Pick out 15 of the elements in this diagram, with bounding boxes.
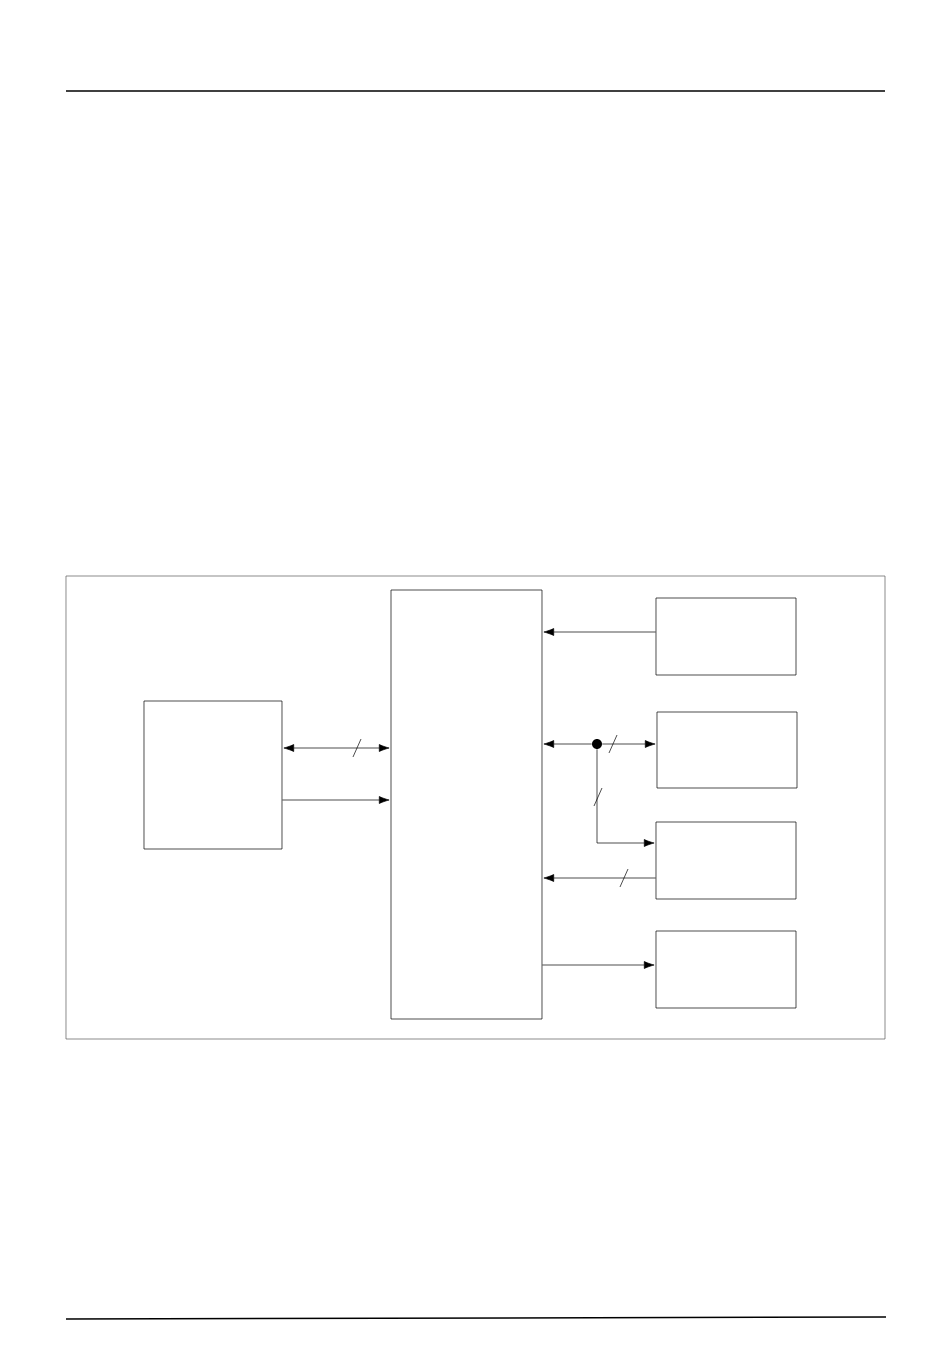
arrow bbox=[601, 740, 656, 748]
arrow bbox=[282, 796, 390, 804]
arrow bbox=[543, 874, 656, 882]
arrow bbox=[596, 748, 655, 847]
arrow bbox=[542, 961, 655, 969]
block-box bbox=[655, 930, 797, 1009]
block-box bbox=[390, 589, 543, 1020]
arrow bbox=[543, 740, 593, 748]
block-box bbox=[143, 700, 283, 850]
block-box bbox=[655, 821, 797, 900]
block-box bbox=[655, 597, 797, 676]
diagram-frame bbox=[65, 575, 886, 1040]
arrow bbox=[543, 628, 656, 636]
arrow bbox=[283, 744, 390, 752]
block-box bbox=[656, 711, 798, 789]
